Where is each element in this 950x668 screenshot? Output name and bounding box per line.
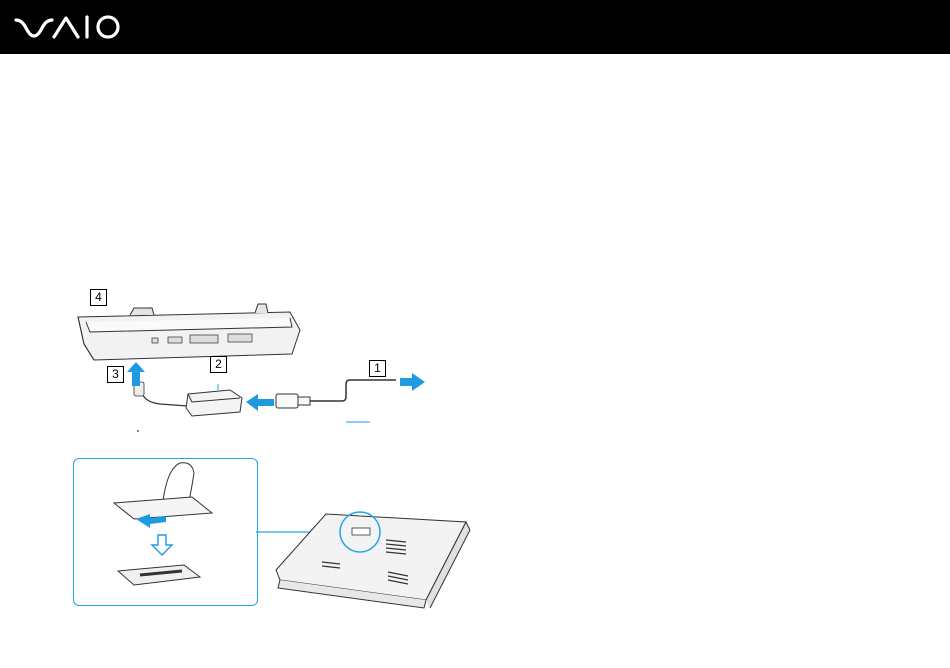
callout-4: 4 <box>90 289 107 306</box>
callout-1: 1 <box>369 360 386 377</box>
cover-removal-illustration <box>74 459 257 605</box>
notebook-bottom-illustration <box>256 500 476 610</box>
header-bar <box>0 0 950 54</box>
callout-3: 3 <box>107 366 124 383</box>
page-content: 4 3 2 1 <box>0 54 950 668</box>
callout-2: 2 <box>210 356 227 373</box>
docking-station-illustration <box>70 282 440 432</box>
connector-cover-inset <box>73 458 258 606</box>
vaio-logo <box>14 12 124 42</box>
